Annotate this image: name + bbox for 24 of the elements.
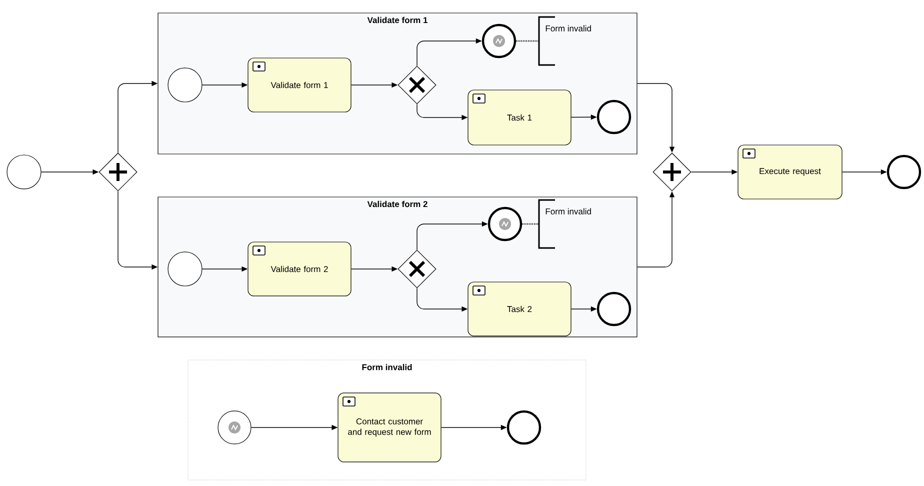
error-end-event [488, 206, 522, 242]
task-box: Validate form 1 [248, 58, 352, 112]
text-annotation: Form invalid [538, 16, 591, 66]
end-event-circle [596, 100, 632, 134]
parallel-gateway [652, 152, 692, 192]
error-end-event [482, 24, 516, 58]
exclusive-gateway [398, 250, 436, 288]
text-annotation: Form invalid [538, 199, 591, 249]
task-box: Task 2 [468, 282, 572, 336]
association-line [522, 223, 539, 225]
start-event-circle [168, 252, 202, 286]
end-event-circle [886, 154, 922, 190]
end-event-circle [596, 292, 632, 326]
start-event-circle [6, 154, 42, 190]
association-line [516, 40, 539, 42]
exclusive-gateway [398, 66, 436, 104]
end-event-circle [506, 410, 542, 445]
task-box: Execute request [738, 144, 842, 200]
task-box: Contact customer and request new form [338, 392, 442, 462]
error-start-event [218, 410, 252, 444]
task-box: Task 1 [468, 90, 572, 146]
parallel-gateway [98, 152, 138, 192]
task-box: Validate form 2 [248, 242, 352, 296]
start-event-circle [168, 68, 202, 102]
